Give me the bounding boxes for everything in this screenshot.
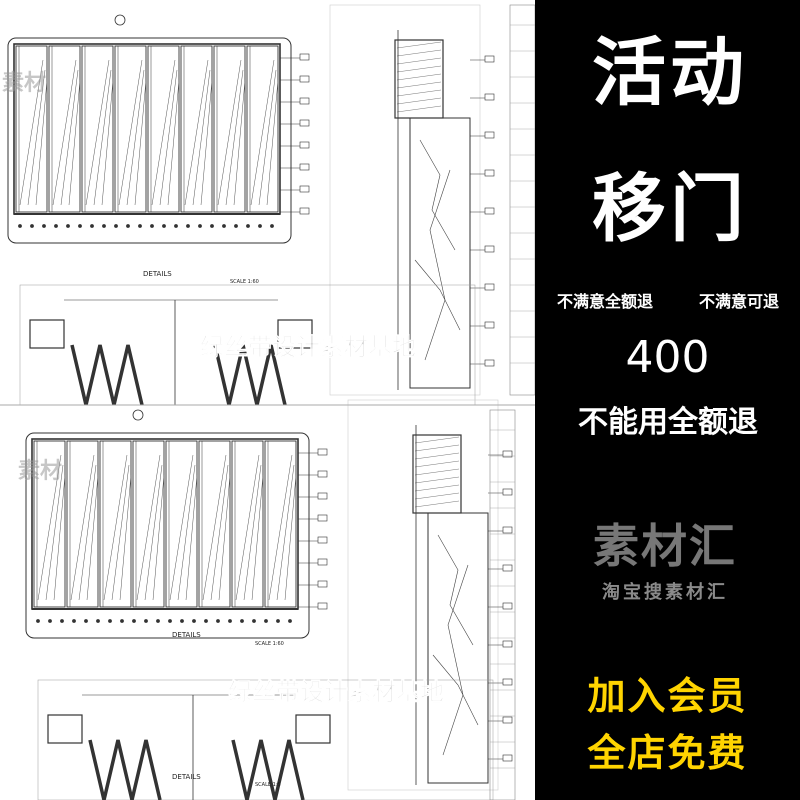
details-caption-bottom: DETAILS	[172, 773, 201, 781]
promo-line1: 加入会员	[587, 674, 748, 718]
headline-line1: 活动	[592, 30, 748, 116]
watermark-corner-top: 素材	[2, 70, 46, 96]
watermark-banner-bottom: 绿丝带设计素材基地	[228, 678, 444, 706]
headline-line2: 移门	[592, 166, 748, 252]
details-caption-top: DETAILS	[143, 270, 172, 278]
count-label: 400	[625, 332, 710, 383]
watermark-corner-bottom: 素材	[18, 458, 62, 484]
sheet-top-stone-panel	[409, 117, 471, 389]
watermark-banner-top: 绿丝带设计素材基地	[200, 333, 416, 361]
sheet-bottom-jamb-right	[295, 714, 331, 744]
sheet-top-elevation-frame	[7, 37, 292, 244]
title-block-bottom	[489, 409, 516, 800]
promo-line2: 全店免费	[587, 731, 748, 775]
guarantee-left: 不满意全额退	[556, 292, 653, 311]
details-caption-mid: DETAILS	[172, 631, 201, 639]
refund-line: 不能用全额退	[578, 405, 758, 440]
scale-caption-mid: SCALE 1:60	[255, 641, 284, 647]
sheet-bottom-jamb-left	[47, 714, 83, 744]
sheet-top-jamb-left	[29, 319, 65, 349]
sheet-bottom-stone-panel	[427, 512, 489, 784]
title-block-top	[509, 4, 535, 396]
scale-caption-bottom: SCALE 1:5	[255, 782, 281, 788]
brand-subtitle: 淘宝搜素材汇	[602, 582, 728, 603]
sheet-top-jamb-right	[277, 319, 313, 349]
guarantee-right: 不满意可退	[698, 292, 779, 311]
scale-caption-top: SCALE 1:60	[230, 279, 259, 285]
cad-drawing-area: 素材 素材 绿丝带设计素材基地 绿丝带设计素材基地 DETAILS SCALE …	[0, 4, 535, 800]
brand-logo: 素材汇	[593, 519, 737, 573]
sheet-bottom-elevation-frame	[25, 432, 310, 639]
promo-panel	[535, 0, 800, 800]
